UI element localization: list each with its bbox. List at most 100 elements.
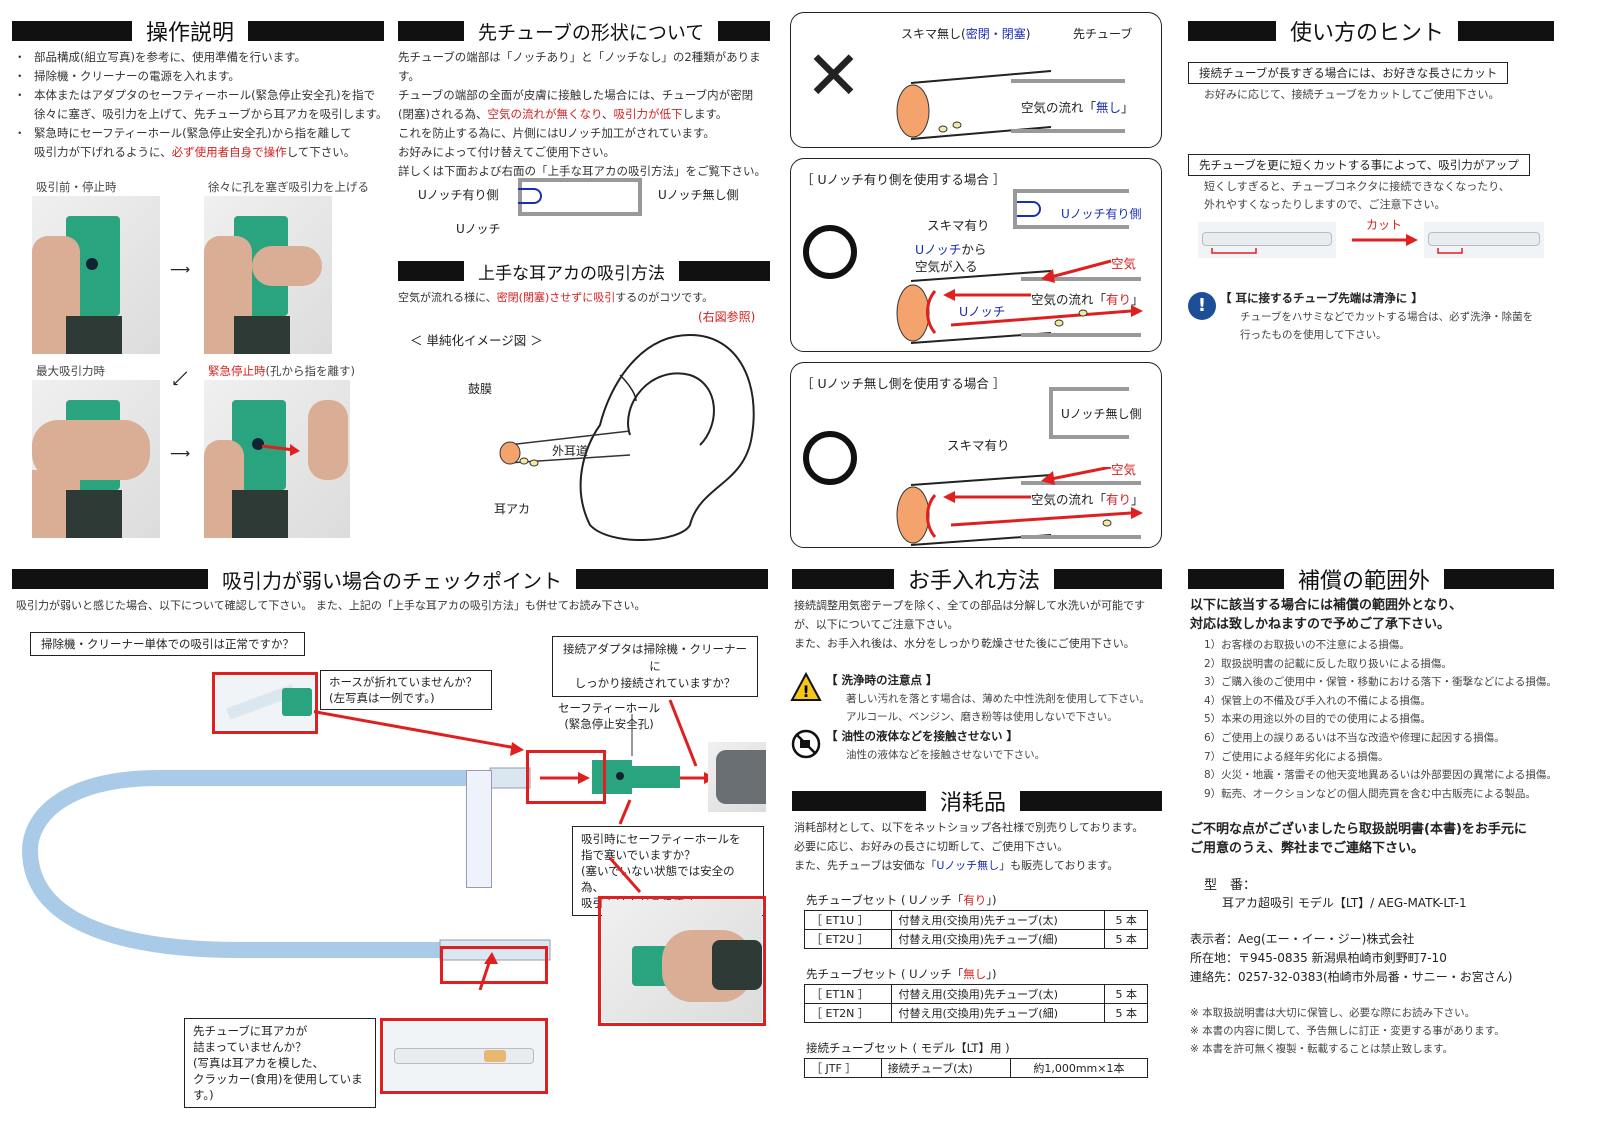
highlight-hose [212,672,318,734]
hint-cut-connection: 接続チューブが長すぎる場合には、お好きな長さにカット [1188,62,1509,84]
hint-title: 使い方のヒント [1290,21,1445,46]
photo-label: 吸引前・停止時 [36,180,117,194]
parts-desc: 消耗部材として、以下をネットショップ各社様で別売りしております。必要に応じ、お好… [794,821,1144,872]
label-u-with: Uノッチ有り側 [1061,207,1142,221]
list-item: 7）ご使用による経年劣化による損傷。 [1204,750,1389,763]
table-row: ［ ET1N ］付替え用(交換用)先チューブ(太)5 本 [803,984,1148,1004]
model-number: 耳アカ超吸引 モデル【LT】/ AEG-MATK-LT-1 [1222,896,1467,910]
label-gap: スキマ有り [947,438,1010,453]
care-note-text: 著しい汚れを落とす場合は、薄めた中性洗剤を使用して下さい。アルコール、ベンジン、… [846,693,1150,723]
hint-header: 使い方のヒント [1188,18,1554,46]
ops-item: 部品構成(組立写真)を参考に、使用準備を行います。 [14,48,394,67]
cross-icon: ✕ [805,37,862,116]
hint-text: お好みに応じて、接続チューブをカットしてご使用下さい。 [1204,88,1500,101]
panel-header: ［ Uノッチ有り側を使用する場合 ］ [801,172,1006,187]
photo-cleaner [708,742,766,812]
table-row: ［ JTF ］接続チューブ(太)約1,000mm×1本 [804,1058,1149,1078]
svg-text:!: ! [802,682,809,701]
tube-end [1049,387,1129,439]
label-u-notch: Uノッチ [959,304,1006,319]
highlight-joint [526,750,606,804]
tape-label [466,770,492,888]
tube-diagram [518,178,642,216]
ear-diagram [499,333,755,542]
warning-icon: ! [790,672,822,701]
table-row: ［ ET1U ］付替え用(交換用)先チューブ(太)5 本 [803,910,1148,930]
photo-hose [216,676,314,730]
method-title: 上手な耳アカの吸引方法 [478,263,665,284]
list-item: 2）取扱説明書の記載に反した取り扱いによる損傷。 [1204,657,1452,670]
list-item: 9）転売、オークションなどの個人間売買を含む中古販売による製品。 [1204,787,1536,800]
panel-header: ［ Uノッチ無し側を使用する場合 ］ [801,376,1006,391]
label-u-without: Uノッチ無し側 [658,188,739,202]
label-u-without: Uノッチ無し側 [1061,407,1142,421]
set-title: 接続チューブセット ( モデル【LT】用 ) [806,1041,1010,1055]
arrow-icon: ⟶ [170,446,191,462]
ops-list: 部品構成(組立写真)を参考に、使用準備を行います。 掃除機・クリーナーの電源を入… [14,48,394,162]
care-note-title: 【 油性の液体などを接触させない 】 [826,729,1019,743]
table-row: ［ ET2N ］付替え用(交換用)先チューブ(細)5 本 [803,1003,1148,1023]
care-note-title: 【 洗浄時の注意点 】 [826,673,938,687]
label-air: 空気 [1111,462,1137,477]
check-header: 吸引力が弱い場合のチェックポイント [12,566,768,593]
method-desc: 空気が流れる様に、密閉(閉塞)させずに吸引するのがコツです。 [398,291,714,304]
hose-diagram [21,699,716,990]
image-title: ＜ 単純化イメージ図 ＞ [410,333,543,348]
list-item: 3）ご購入後のご使用中・保管・移動における落下・衝撃などによる損傷。 [1204,676,1557,689]
photo-clog [384,1022,544,1090]
circle-icon [803,225,857,279]
photo-emergency [204,380,350,538]
label-air: 空気 [1111,256,1137,271]
tube-end [1013,189,1129,229]
parts-header: 消耗品 [792,788,1162,816]
care-desc: 接続調整用気密テープを除く、全ての部品は分解して水洗いが可能ですが、以下について… [794,599,1146,650]
set-title: 先チューブセット ( Uノッチ「有り」) [806,893,997,907]
label-u-notch: Uノッチ [456,222,501,236]
label-gap: スキマ有り [927,218,990,233]
photo-closing [204,196,332,354]
care-title: お手入れ方法 [908,569,1041,594]
photo-before [32,196,160,354]
list-item: 4）保管上の不備及び手入れの不備による損傷。 [1204,694,1431,707]
photo-max [32,380,160,538]
tube-photo-after [1424,222,1544,258]
arrow-icon: ⟶ [170,262,191,278]
highlight-clog [380,1018,548,1094]
highlight-tip [440,946,548,984]
hint-text: 短くしすぎると、チューブコネクタに接続できなくなったり、外れやすくなったりします… [1204,180,1510,211]
hint-clean-title: 【 耳に接するチューブ先端は清浄に 】 [1220,291,1423,305]
contact-text: ご不明な点がございましたら取扱説明書(本書)をお手元にご用意のうえ、弊社までご連… [1190,822,1527,856]
tube-desc: 先チューブの端部は「ノッチあり」と「ノッチなし」の2種類があります。 チューブの… [398,50,766,178]
exclamation-icon: ! [1188,292,1216,320]
highlight-finger [598,896,766,1026]
label-flow: 空気の流れ「無し」 [1021,100,1134,115]
ops-item: 掃除機・クリーナーの電源を入れます。 [14,67,394,86]
ops-item: 本体またはアダプタのセーフティーホール(緊急停止安全孔)を指で徐々に塞ぎ、吸引力… [14,86,394,124]
circle-icon [803,431,857,485]
notes: ※ 本取扱説明書は大切に保管し、必要な際にお読み下さい。※ 本書の内容に関して、… [1190,1007,1505,1055]
care-header: お手入れ方法 [792,566,1162,594]
parts-table-3: ［ JTF ］接続チューブ(太)約1,000mm×1本 [804,1058,1149,1078]
label-wax: 耳アカ [494,502,531,516]
warranty-lead: 以下に該当する場合には補償の範囲外となり、対応は致しかねますので予めご了承下さい… [1190,598,1463,632]
tube-title: 先チューブの形状について [478,21,705,44]
check-title: 吸引力が弱い場合のチェックポイント [222,568,562,593]
u-notch-icon [518,188,542,204]
hint-text: チューブをハサミなどでカットする場合は、必ず洗浄・除菌を行ったものを使用して下さ… [1240,311,1534,341]
ops-item: 緊急時にセーフティーホール(緊急停止安全孔)から指を離して吸引力が下げれるように… [14,124,394,162]
set-title: 先チューブセット ( Uノッチ「無し」) [806,967,997,981]
check-adapter: 接続アダプタは掃除機・クリーナーにしっかり接続されていますか？ [552,636,758,697]
label-no-gap: スキマ無し(密閉・閉塞) [901,27,1031,41]
hint-cut-tip: 先チューブを更に短くカットする事によって、吸引力がアップ [1188,154,1530,176]
no-oil-icon [791,729,821,759]
label-flow: 空気の流れ「有り」 [1031,492,1144,507]
check-cleaner: 掃除機・クリーナー単体での吸引は正常ですか？ [30,632,305,656]
photo-finger [602,900,762,1022]
label-cut: カット [1366,218,1403,232]
check-clogged: 先チューブに耳アカが詰まっていませんか？(写真は耳アカを模した、クラッカー(食用… [184,1018,376,1108]
company-info: 表示者：Aeg(エー・イー・ジー)株式会社所在地：〒945-0835 新潟県柏崎… [1190,932,1513,984]
model-label: 型 番： [1204,878,1257,893]
label-flow: 空気の流れ「有り」 [1031,292,1144,307]
check-intro: 吸引力が弱いと感じた場合、以下について確認して下さい。 また、上記の「上手な耳ア… [16,599,646,612]
list-item: 1）お客様のお取扱いの不注意による損傷。 [1204,639,1410,651]
